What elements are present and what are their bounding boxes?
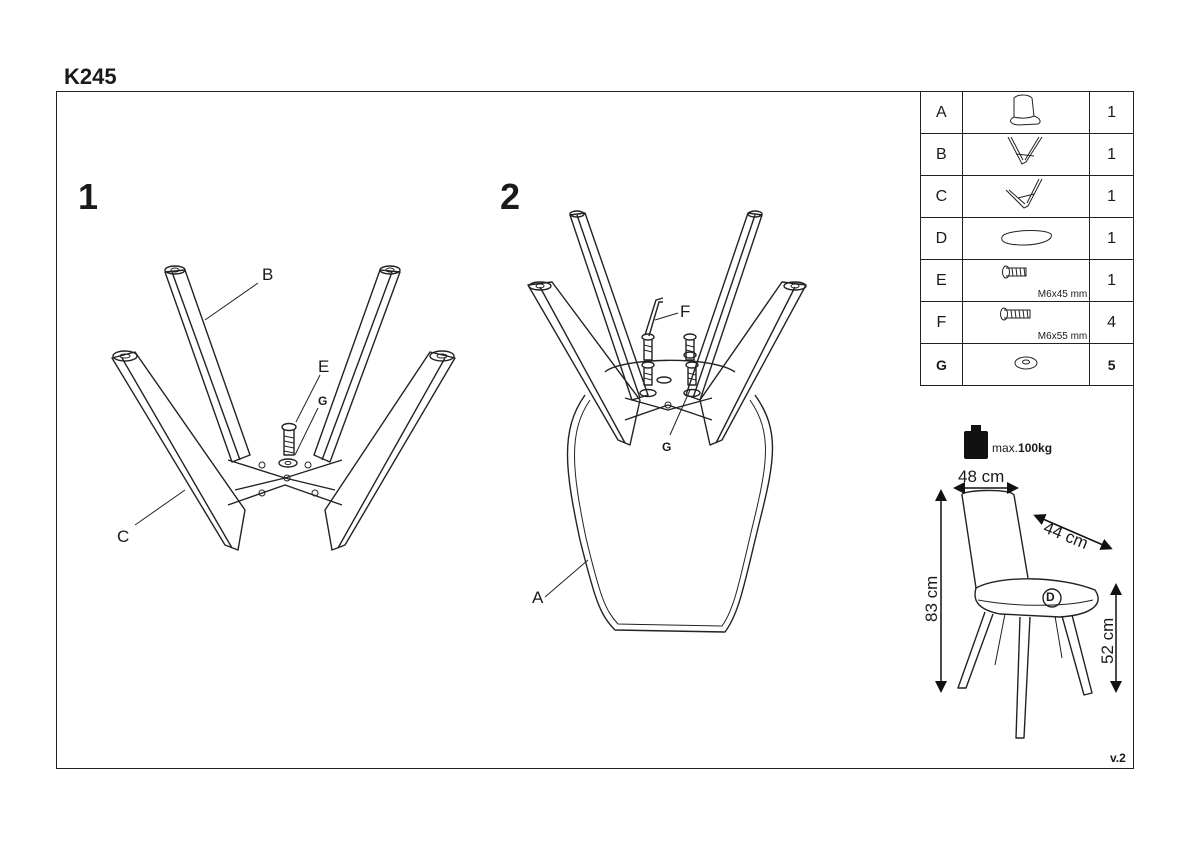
part-row: C 1 bbox=[920, 175, 1134, 218]
width-dimension: 48 cm bbox=[958, 467, 1005, 486]
label-c: C bbox=[117, 527, 130, 546]
height-dimension: 83 cm bbox=[922, 575, 941, 622]
part-qty: 1 bbox=[1089, 175, 1134, 218]
weight-icon bbox=[964, 425, 988, 459]
part-letter: E bbox=[920, 259, 963, 302]
part-qty: 5 bbox=[1089, 343, 1134, 386]
part-row: G 5 bbox=[920, 343, 1134, 386]
part-qty: 1 bbox=[1089, 133, 1134, 176]
leg-frame-c-icon bbox=[961, 175, 1091, 218]
screw-icon: M6x45 mm bbox=[961, 259, 1091, 302]
part-row: A 1 bbox=[920, 91, 1134, 134]
part-row: B 1 bbox=[920, 133, 1134, 176]
label-g: G bbox=[318, 394, 328, 408]
washer-icon bbox=[961, 343, 1091, 386]
part-letter: A bbox=[920, 91, 963, 134]
label-e: E bbox=[318, 357, 330, 376]
step-2-number: 2 bbox=[500, 176, 521, 217]
step-1-number: 1 bbox=[78, 176, 99, 217]
screw-size-label: M6x45 mm bbox=[1037, 289, 1088, 300]
part-letter: C bbox=[920, 175, 963, 218]
screw-size-label: M6x55 mm bbox=[1037, 331, 1088, 342]
version-label: v.2 bbox=[1110, 751, 1126, 765]
cushion-marker-label: D bbox=[1046, 590, 1055, 604]
max-load-label: max.100kg bbox=[992, 441, 1053, 455]
label-b: B bbox=[262, 265, 274, 284]
label-a: A bbox=[532, 588, 544, 607]
instruction-frame bbox=[56, 91, 1134, 769]
seat-height-dimension: 52 cm bbox=[1098, 617, 1117, 664]
part-row: D 1 bbox=[920, 217, 1134, 260]
product-code: K245 bbox=[64, 64, 117, 89]
parts-list-table: A 1 B 1 C 1 D 1 E M6x45 mm 1 F bbox=[920, 91, 1134, 386]
label-g-step-2: G bbox=[662, 440, 672, 454]
part-row: E M6x45 mm 1 bbox=[920, 259, 1134, 302]
label-f: F bbox=[680, 302, 691, 321]
part-qty: 1 bbox=[1089, 217, 1134, 260]
